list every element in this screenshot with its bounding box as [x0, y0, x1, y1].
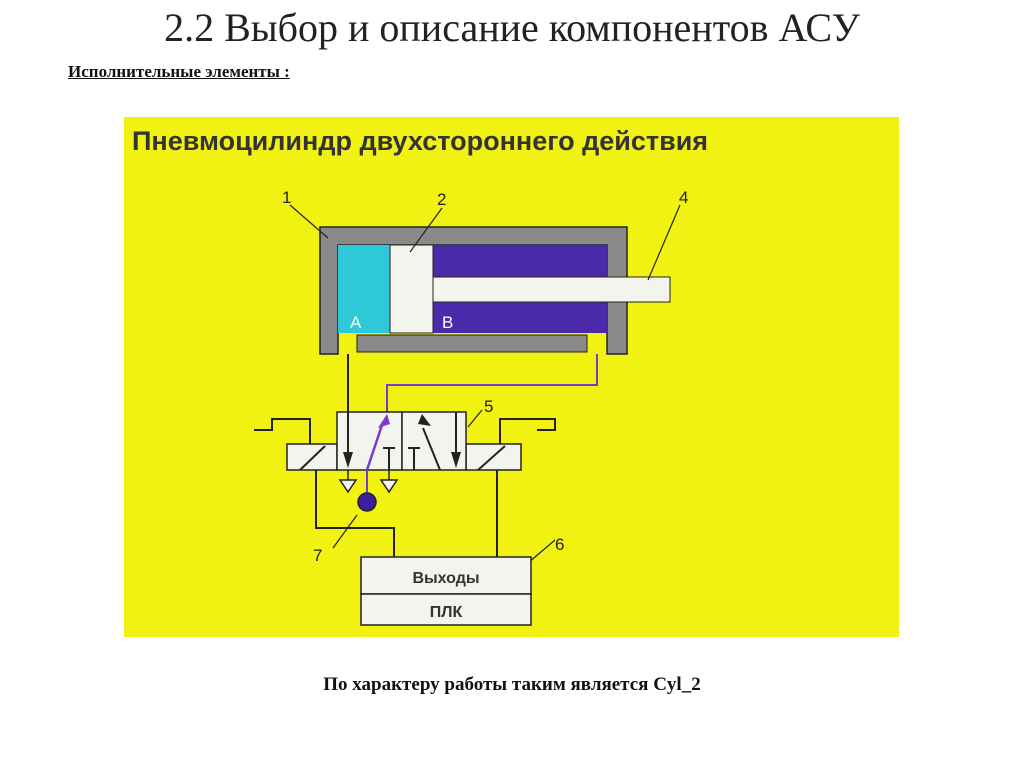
label-5: 5: [484, 397, 493, 416]
plc-label: ПЛК: [430, 604, 463, 621]
plc-outputs-label: Выходы: [412, 570, 479, 587]
sensor-7: [357, 492, 377, 512]
label-7: 7: [313, 546, 322, 565]
piston: [389, 244, 434, 334]
piston-rod: [432, 276, 671, 303]
plc-block: [360, 593, 532, 626]
slide-subtitle: Исполнительные элементы :: [68, 62, 290, 81]
directional-valve: [286, 411, 522, 495]
signal-line: [386, 354, 598, 420]
diagram-heading: Пневмоцилиндр двухстороннего действия: [132, 126, 708, 156]
label-4: 4: [679, 188, 688, 207]
slide-caption: По характеру работы таким является Cyl_2: [323, 674, 701, 695]
slide-title: 2.2 Выбор и описание компонентов АСУ: [164, 5, 860, 50]
label-6: 6: [555, 535, 564, 554]
cylinder-bottom-wall: [356, 334, 588, 353]
diagram-background: [124, 117, 899, 637]
chamber-a: [338, 245, 390, 333]
chamber-b-label: B: [442, 313, 453, 332]
label-1: 1: [282, 188, 291, 207]
label-2: 2: [437, 190, 446, 209]
chamber-a-label: A: [350, 313, 362, 332]
